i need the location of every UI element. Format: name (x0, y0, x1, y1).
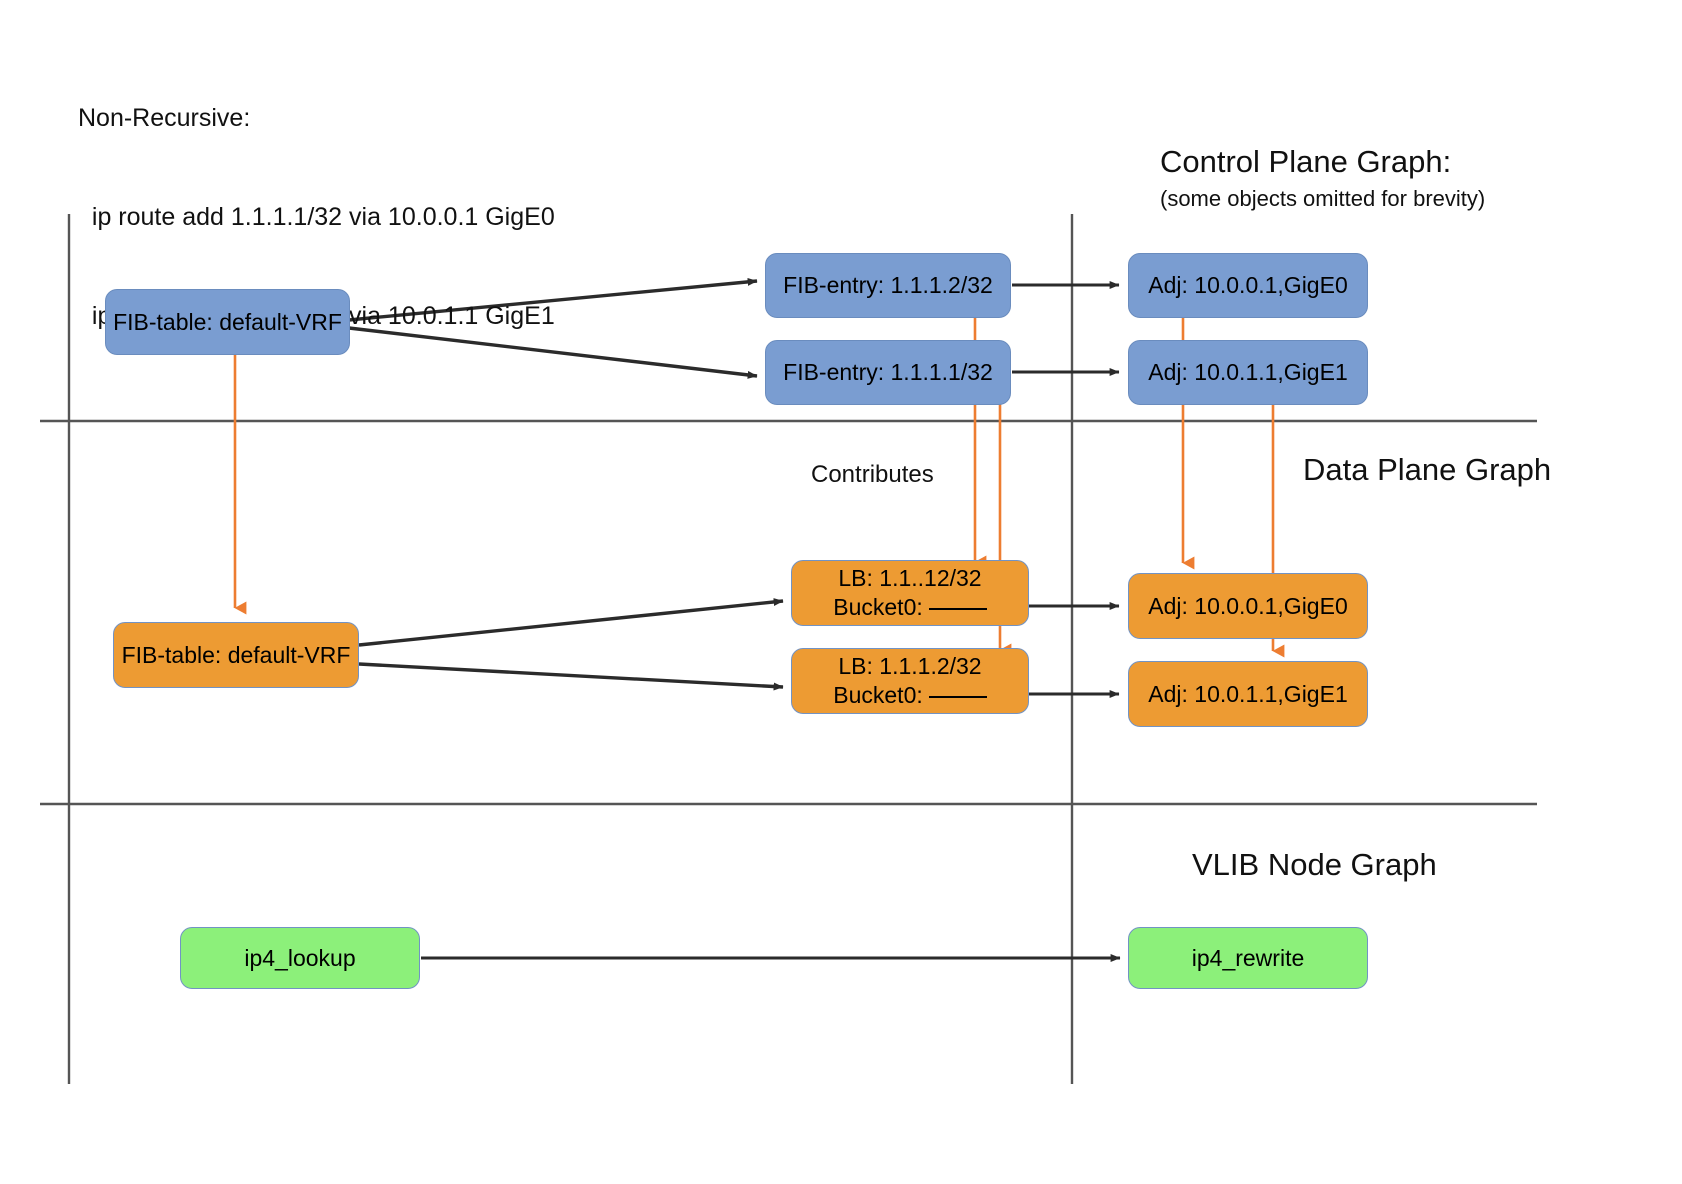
node-bucket-row: Bucket0: (833, 681, 987, 710)
node-cp-fib-entry-1-1-1-2[interactable]: FIB-entry: 1.1.1.2/32 (765, 253, 1011, 318)
node-label: Adj: 10.0.1.1,GigE1 (1148, 359, 1348, 385)
node-label-line-2: Bucket0: (833, 594, 923, 620)
node-label: ip4_lookup (244, 944, 356, 971)
bucket-connector-line (928, 695, 987, 698)
node-label: Adj: 10.0.1.1,GigE1 (1148, 680, 1348, 707)
node-bucket-row: Bucket0: (833, 593, 987, 622)
node-cp-adj-10-0-1-1-gige1[interactable]: Adj: 10.0.1.1,GigE1 (1128, 340, 1368, 405)
node-label: FIB-table: default-VRF (113, 308, 342, 335)
node-dp-adj-10-0-0-1-gige0[interactable]: Adj: 10.0.0.1,GigE0 (1128, 573, 1368, 639)
node-dp-lb-1-1-1-2[interactable]: LB: 1.1.1.2/32 Bucket0: (791, 648, 1029, 714)
route-config-line-1: Non-Recursive: (78, 104, 251, 132)
node-cp-fib-entry-1-1-1-1[interactable]: FIB-entry: 1.1.1.1/32 (765, 340, 1011, 405)
node-label: FIB-entry: 1.1.1.1/32 (783, 359, 993, 385)
node-dp-adj-10-0-1-1-gige1[interactable]: Adj: 10.0.1.1,GigE1 (1128, 661, 1368, 727)
contributes-label: Contributes (811, 461, 934, 488)
node-dp-lb-1-1-12[interactable]: LB: 1.1..12/32 Bucket0: (791, 560, 1029, 626)
node-label: FIB-table: default-VRF (121, 641, 351, 668)
node-label: ip4_rewrite (1191, 944, 1305, 971)
node-label: FIB-entry: 1.1.1.2/32 (783, 272, 993, 298)
data-plane-graph-title: Data Plane Graph (1303, 452, 1552, 487)
vlib-node-graph-title: VLIB Node Graph (1192, 847, 1437, 882)
node-label-line-2: Bucket0: (833, 682, 923, 708)
node-cp-adj-10-0-0-1-gige0[interactable]: Adj: 10.0.0.1,GigE0 (1128, 253, 1368, 318)
node-label-line-1: LB: 1.1.1.2/32 (838, 653, 982, 679)
node-label: Adj: 10.0.0.1,GigE0 (1148, 592, 1348, 619)
node-cp-fib-table[interactable]: FIB-table: default-VRF (105, 289, 350, 355)
node-vlib-ip4-rewrite[interactable]: ip4_rewrite (1128, 927, 1368, 989)
route-config-line-2: ip route add 1.1.1.1/32 via 10.0.0.1 Gig… (78, 203, 555, 231)
control-plane-graph-subtitle: (some objects omitted for brevity) (1160, 186, 1486, 211)
node-label: Adj: 10.0.0.1,GigE0 (1148, 272, 1348, 298)
node-dp-fib-table[interactable]: FIB-table: default-VRF (113, 622, 359, 688)
node-label-line-1: LB: 1.1..12/32 (838, 565, 982, 591)
control-plane-graph-title: Control Plane Graph: (1160, 144, 1452, 179)
bucket-connector-line (928, 607, 987, 610)
node-vlib-ip4-lookup[interactable]: ip4_lookup (180, 927, 420, 989)
